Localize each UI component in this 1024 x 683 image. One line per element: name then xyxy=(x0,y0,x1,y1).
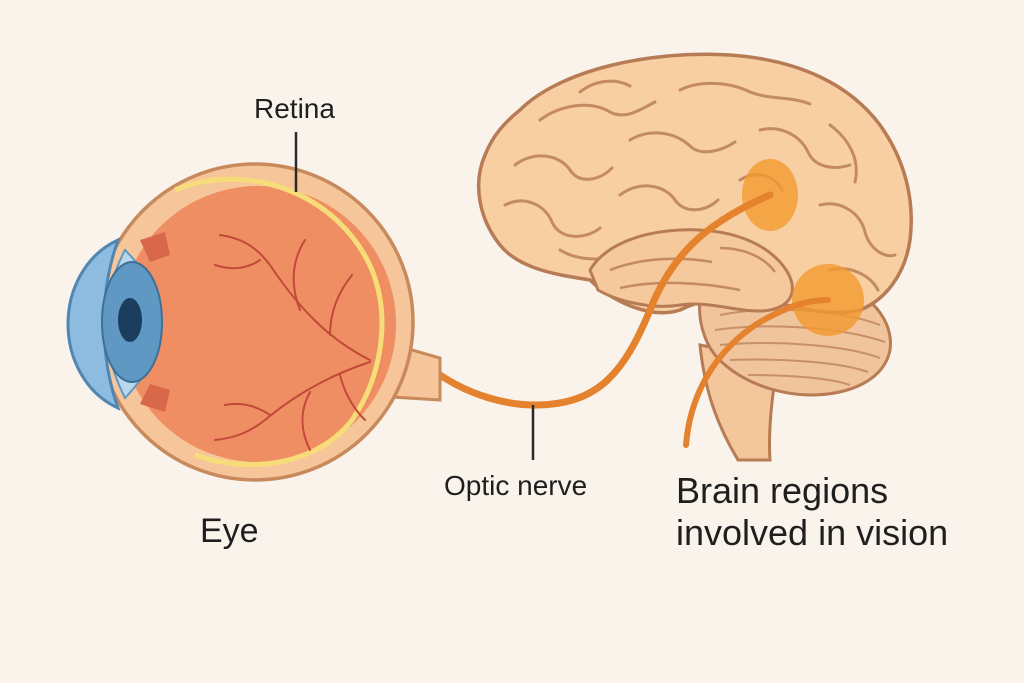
retina-layer xyxy=(174,176,385,468)
ciliary-top xyxy=(140,232,170,262)
cerebrum-gyri xyxy=(503,79,897,292)
brain-regions-label: Brain regions involved in vision xyxy=(676,470,949,553)
brain xyxy=(476,52,913,462)
ciliary-bottom xyxy=(140,384,170,412)
retinal-vessels xyxy=(214,234,371,451)
eye xyxy=(66,162,442,482)
pupil xyxy=(118,298,142,342)
retina-label: Retina xyxy=(254,93,335,124)
visual-pathway-lower xyxy=(683,297,831,448)
eye-label: Eye xyxy=(200,512,259,550)
optic-nerve-pathway xyxy=(436,191,774,409)
optic-nerve-label: Optic nerve xyxy=(444,470,588,501)
eye-interior xyxy=(120,186,396,462)
temporal-gyri xyxy=(609,246,777,292)
